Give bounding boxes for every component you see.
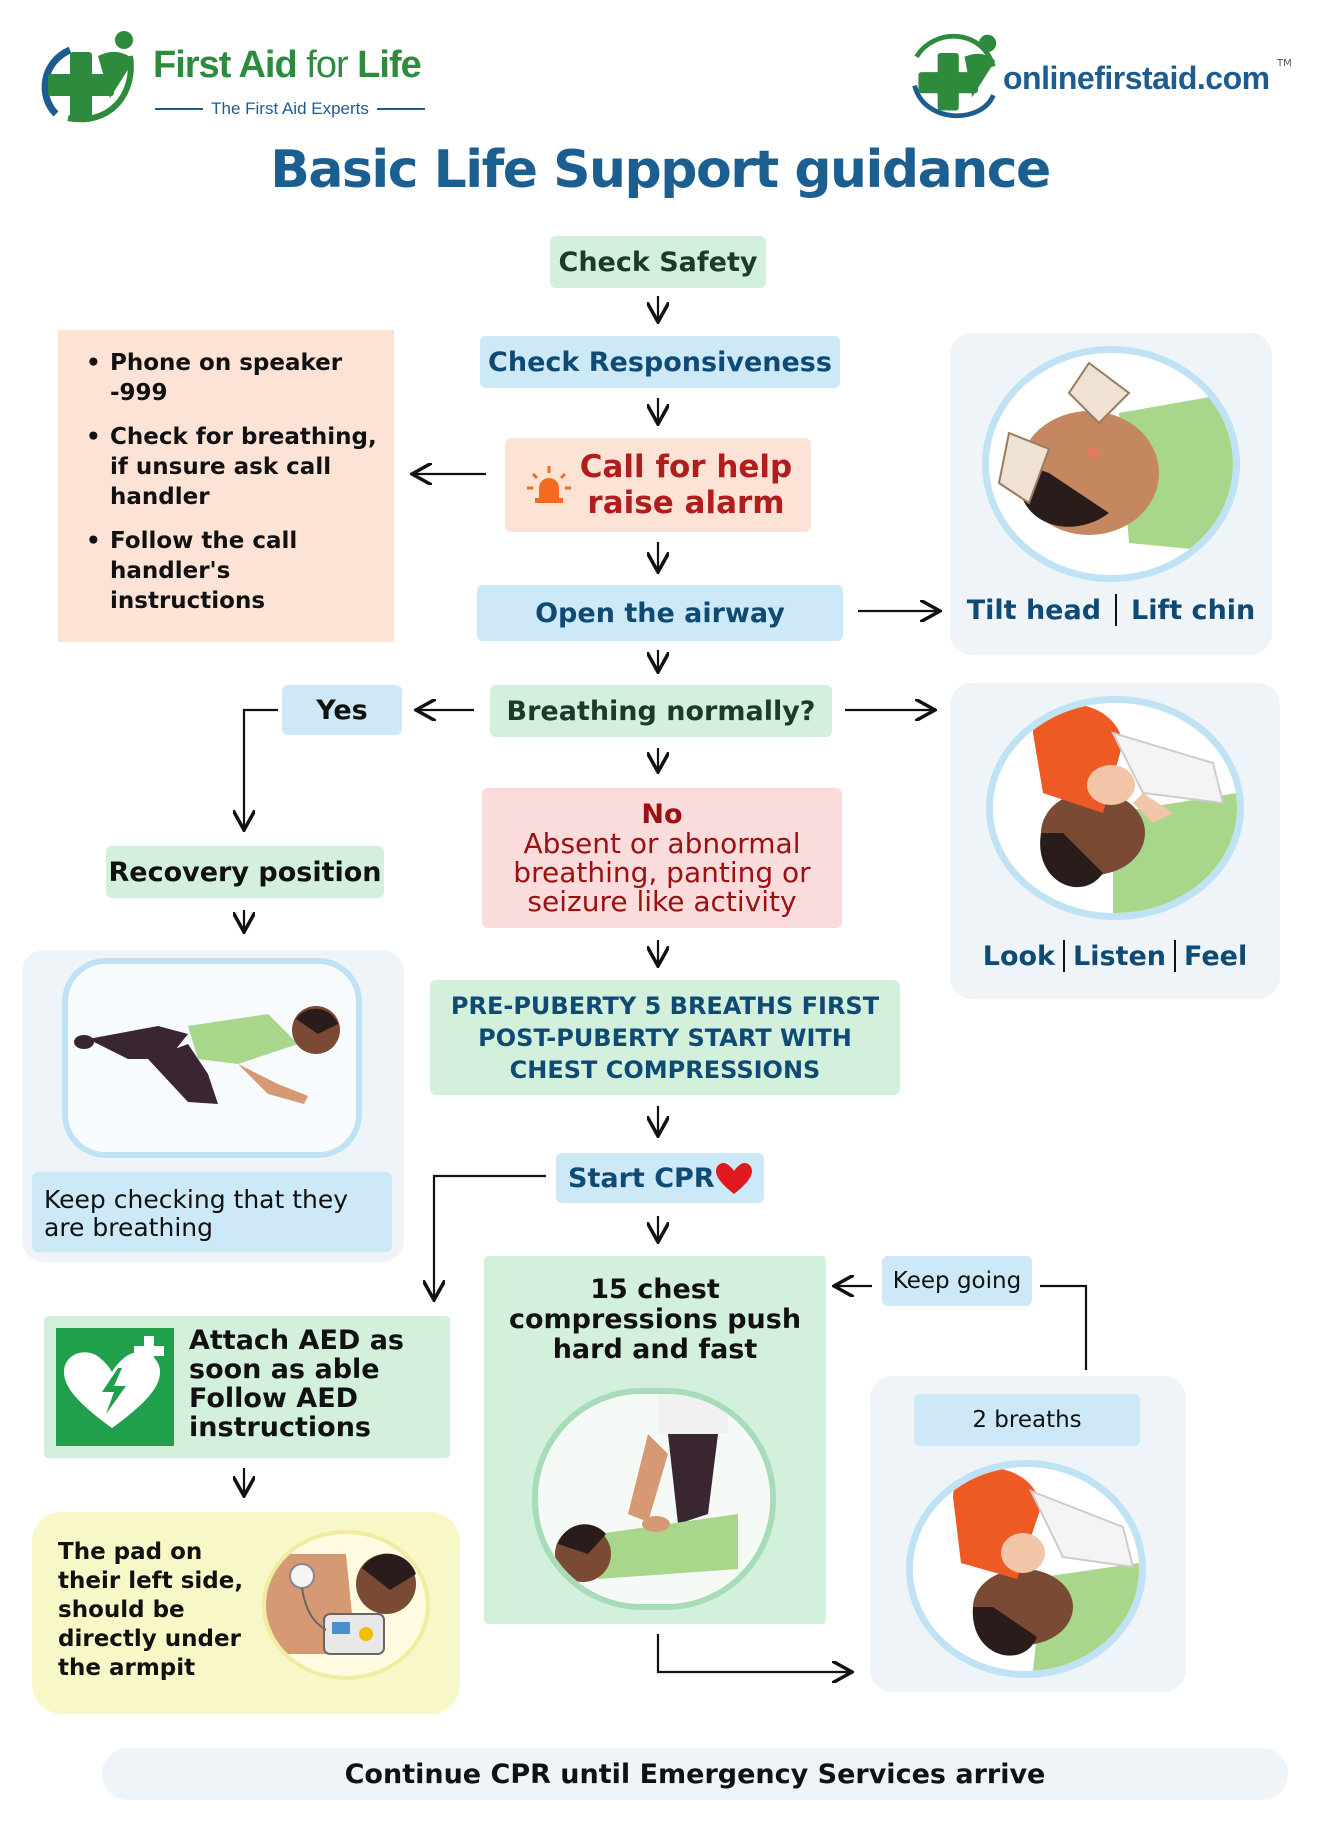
call-note-item: Phone on speaker -999: [82, 348, 382, 408]
onlinefirstaid-logo-icon: [912, 34, 997, 118]
continue-cpr-banner: Continue CPR until Emergency Services ar…: [102, 1748, 1288, 1800]
page-title: Basic Life Support guidance: [270, 140, 1051, 200]
aed-icon-tile: [56, 1328, 174, 1446]
call-note-line: handler: [110, 484, 210, 510]
check-responsiveness-box: Check Responsiveness: [480, 336, 840, 388]
yes-label: Yes: [316, 694, 368, 726]
look-label: Look: [982, 940, 1056, 972]
check-safety-label: Check Safety: [558, 246, 758, 278]
compressions-text: 15 chest compressions push hard and fast: [484, 1275, 826, 1365]
logo-name-part2: for: [306, 44, 358, 86]
no-line3: seizure like activity: [527, 885, 797, 918]
call-notes-list: Phone on speaker -999 Check for breathin…: [82, 348, 382, 642]
pad-line1: The pad on: [58, 1539, 203, 1565]
heart-icon: [716, 1163, 752, 1194]
tilt-head-illustration: [982, 346, 1240, 582]
feel-label: Feel: [1184, 940, 1248, 972]
keep-going-box: Keep going: [882, 1256, 1032, 1306]
arrow-compressions-to-breaths: [656, 1634, 852, 1672]
breathing-normally-box: Breathing normally?: [490, 685, 832, 737]
recovery-position-illustration: [62, 958, 362, 1158]
call-note-line: Phone on speaker: [110, 350, 343, 376]
two-breaths-box: 2 breaths: [914, 1394, 1140, 1446]
arrow-yes-to-recovery: [244, 708, 278, 830]
call-note-item: Follow the call handler's instructions: [82, 526, 382, 616]
listen-label: Listen: [1073, 940, 1166, 972]
open-airway-box: Open the airway: [477, 585, 843, 641]
breathing-normally-label: Breathing normally?: [506, 695, 816, 727]
logo-name-part3: Life: [357, 44, 422, 86]
puberty-line3: CHEST COMPRESSIONS: [509, 1055, 821, 1084]
recovery-position-label: Recovery position: [108, 856, 382, 888]
call-for-help-box: Call for help raise alarm: [505, 438, 811, 532]
check-responsiveness-label: Check Responsiveness: [488, 346, 832, 378]
aed-heart-icon: [64, 1336, 164, 1428]
call-note-line: handler's: [110, 558, 231, 584]
puberty-line1: PRE-PUBERTY 5 BREATHS FIRST: [450, 991, 880, 1020]
airway-caption: Tilt head Lift chin: [950, 594, 1272, 626]
pad-placement-text: The pad on their left side, should be di…: [58, 1538, 258, 1683]
pad-line4: directly under: [58, 1626, 241, 1652]
aed-line4: instructions: [189, 1412, 371, 1443]
aed-line1: Attach AED as: [189, 1325, 404, 1356]
logo-name-part1: First Aid: [153, 44, 307, 86]
continue-cpr-label: Continue CPR until Emergency Services ar…: [344, 1758, 1046, 1790]
compressions-line1: 15 chest: [590, 1274, 720, 1305]
aed-line3: Follow AED: [189, 1383, 359, 1414]
recovery-position-box: Recovery position: [106, 846, 384, 898]
look-listen-feel-illustration: [986, 696, 1244, 920]
call-for-help-line1: Call for help: [579, 449, 793, 485]
keep-checking-line1: Keep checking that they: [44, 1185, 349, 1214]
open-airway-label: Open the airway: [535, 597, 785, 629]
logo-right-tm: TM: [1277, 58, 1292, 69]
first-aid-cross-logo-icon: [41, 31, 134, 123]
call-note-line: -999: [110, 380, 168, 406]
call-note-item: Check for breathing, if unsure ask call …: [82, 422, 382, 512]
call-note-line: Follow the call: [110, 528, 298, 554]
keep-checking-box: Keep checking that they are breathing: [32, 1172, 392, 1252]
look-listen-caption: Look Listen Feel: [950, 940, 1280, 972]
tilt-head-label: Tilt head: [966, 594, 1102, 626]
start-cpr-label: Start CPR: [568, 1162, 715, 1194]
pad-line3: should be: [58, 1597, 185, 1623]
call-note-line: Check for breathing,: [110, 424, 377, 450]
compressions-line3: hard and fast: [552, 1334, 758, 1365]
compressions-line2: compressions push: [508, 1304, 802, 1335]
call-note-line: if unsure ask call: [110, 454, 332, 480]
keep-going-label: Keep going: [892, 1268, 1022, 1294]
no-title: No: [641, 799, 683, 830]
logo-tagline: The First Aid Experts: [211, 99, 369, 118]
arrow-breaths-to-keep-going: [1040, 1284, 1088, 1370]
aed-line2: soon as able: [189, 1354, 380, 1385]
logo-onlinefirstaid: onlinefirstaid.com TM: [905, 28, 1305, 128]
rescue-breath-illustration: [906, 1460, 1146, 1678]
start-cpr-box: Start CPR: [556, 1153, 764, 1203]
puberty-line2: POST-PUBERTY START WITH: [478, 1023, 852, 1052]
call-for-help-line2: raise alarm: [587, 485, 785, 521]
logo-first-aid-for-life: First Aid for Life The First Aid Experts: [38, 26, 438, 126]
chest-compressions-illustration: [532, 1388, 776, 1610]
keep-checking-line2: are breathing: [44, 1213, 213, 1242]
logo-right-name: onlinefirstaid.com: [1003, 60, 1270, 96]
alarm-light-icon: [527, 466, 571, 503]
two-breaths-label: 2 breaths: [972, 1407, 1082, 1433]
no-breathing-box: No Absent or abnormal breathing, panting…: [482, 788, 842, 928]
no-line1: Absent or abnormal: [523, 827, 801, 860]
pad-line5: the armpit: [58, 1655, 196, 1681]
lift-chin-label: Lift chin: [1131, 594, 1256, 626]
puberty-box: PRE-PUBERTY 5 BREATHS FIRST POST-PUBERTY…: [430, 980, 900, 1095]
check-safety-box: Check Safety: [550, 236, 766, 288]
aed-pad-illustration: [262, 1530, 430, 1680]
call-note-line: instructions: [110, 588, 266, 614]
no-line2: breathing, panting or: [513, 856, 811, 889]
aed-text: Attach AED as soon as able Follow AED in…: [189, 1326, 449, 1442]
yes-box: Yes: [282, 685, 402, 735]
pad-line2: their left side,: [58, 1568, 244, 1594]
